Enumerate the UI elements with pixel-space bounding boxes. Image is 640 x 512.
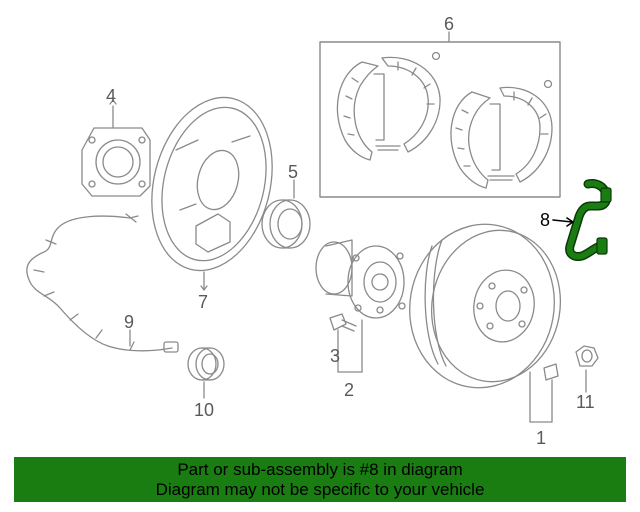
backing-plate <box>151 96 273 291</box>
hub-flange <box>81 105 151 197</box>
hub-nut <box>575 345 599 393</box>
brake-shoe-kit <box>319 31 561 198</box>
callout-11: 11 <box>576 392 595 412</box>
hub-bolt <box>329 313 357 373</box>
callout-4: 4 <box>106 86 117 106</box>
callout-1: 1 <box>536 428 547 448</box>
callout-5: 5 <box>288 162 299 182</box>
parts-diagram <box>26 31 612 423</box>
oil-seal <box>261 179 311 249</box>
callout-6: 6 <box>444 14 455 34</box>
banner-line-1: Part or sub-assembly is #8 in diagram <box>177 459 463 479</box>
brake-hose[interactable] <box>552 179 612 261</box>
abs-sensor-wire <box>26 213 179 353</box>
callout-9: 9 <box>124 312 135 332</box>
seal-ring <box>187 347 225 399</box>
brake-drum <box>409 223 562 423</box>
callout-10: 10 <box>194 400 215 420</box>
callout-3: 3 <box>330 346 341 366</box>
callout-7: 7 <box>198 292 209 312</box>
banner-line-2: Diagram may not be specific to your vehi… <box>155 479 485 499</box>
callout-2: 2 <box>344 380 355 400</box>
info-banner: Part or sub-assembly is #8 in diagram Di… <box>14 457 626 502</box>
callout-8[interactable]: 8 <box>540 210 551 230</box>
hub-bearing <box>315 239 406 373</box>
